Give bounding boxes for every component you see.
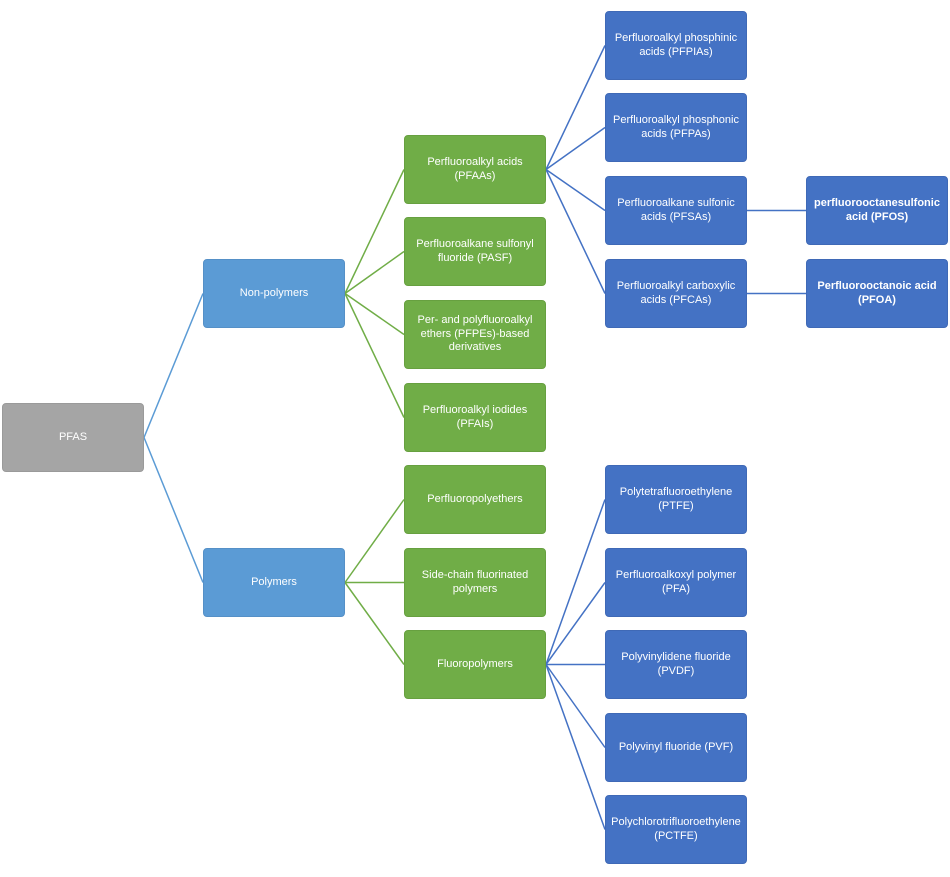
node-polymers: Polymers [203, 548, 345, 617]
node-pfpias: Perfluoroalkyl phosphinic acids (PFPIAs) [605, 11, 747, 80]
connector-fluoropolymers-to-pfa [545, 582, 606, 665]
connector-non-polymers-to-pasf [344, 250, 405, 295]
connector-fluoropolymers-to-pvf [545, 664, 606, 748]
node-label: Perfluoropolyethers [427, 492, 523, 505]
node-label: Fluoropolymers [437, 657, 513, 670]
node-ptfe: Polytetrafluoroethylene (PTFE) [605, 465, 747, 534]
node-fluoropolymers: Fluoropolymers [404, 630, 546, 699]
connector-non-polymers-to-pfaas [344, 169, 405, 294]
node-label: Non-polymers [239, 286, 309, 299]
node-label: Polyvinyl fluoride (PVF) [618, 740, 734, 753]
node-pfpas: Perfluoroalkyl phosphonic acids (PFPAs) [605, 93, 747, 162]
node-label: Polychlorotrifluoroethylene (PCTFE) [611, 816, 741, 842]
connector-fluoropolymers-to-pctfe [545, 664, 606, 830]
connector-pfaas-to-pfcas [545, 169, 606, 294]
node-pctfe: Polychlorotrifluoroethylene (PCTFE) [605, 795, 747, 864]
node-label: Perfluoroalkyl acids (PFAAs) [427, 156, 523, 182]
connector-pfas-to-non-polymers [143, 293, 204, 438]
node-label: perfluorooctanesulfonic acid (PFOS) [814, 197, 940, 223]
node-side-chain-fluorinated-polymers: Side-chain fluorinated polymers [404, 548, 546, 617]
node-label: Polyvinylidene fluoride (PVDF) [621, 651, 731, 677]
connector-pfaas-to-pfsas [545, 168, 606, 212]
node-label: Perfluoroalkyl phosphinic acids (PFPIAs) [614, 32, 738, 58]
node-pfsas: Perfluoroalkane sulfonic acids (PFSAs) [605, 176, 747, 245]
node-label: Perfluoroalkyl iodides (PFAIs) [422, 404, 528, 430]
node-pfas: PFAS [2, 403, 144, 472]
node-label: Perfluoroalkyl carboxylic acids (PFCAs) [616, 280, 736, 306]
connector-pfaas-to-pfpias [545, 45, 606, 170]
connector-pfas-to-polymers [143, 437, 204, 583]
connector-fluoropolymers-to-ptfe [545, 499, 606, 665]
node-pfpes: Per- and polyfluoroalkyl ethers (PFPEs)-… [404, 300, 546, 369]
connector-polymers-to-fluoropolymers [344, 582, 405, 665]
connector-polymers-to-perfluoropolyethers [344, 499, 405, 583]
node-label: Perfluoroalkoxyl polymer (PFA) [615, 569, 737, 595]
node-label: PFAS [58, 430, 88, 443]
node-label: Perfluorooctanoic acid (PFOA) [817, 280, 937, 306]
node-pfais: Perfluoroalkyl iodides (PFAIs) [404, 383, 546, 452]
node-pasf: Perfluoroalkane sulfonyl fluoride (PASF) [404, 217, 546, 286]
node-label: Polytetrafluoroethylene (PTFE) [619, 486, 733, 512]
node-perfluoropolyethers: Perfluoropolyethers [404, 465, 546, 534]
node-pfcas: Perfluoroalkyl carboxylic acids (PFCAs) [605, 259, 747, 328]
node-pfa: Perfluoroalkoxyl polymer (PFA) [605, 548, 747, 617]
node-label: Side-chain fluorinated polymers [421, 569, 529, 595]
node-non-polymers: Non-polymers [203, 259, 345, 328]
connector-non-polymers-to-pfais [344, 293, 405, 418]
node-pfos: perfluorooctanesulfonic acid (PFOS) [806, 176, 948, 245]
connector-non-polymers-to-pfpes [344, 292, 405, 336]
node-label: Per- and polyfluoroalkyl ethers (PFPEs)-… [417, 314, 533, 354]
node-pvf: Polyvinyl fluoride (PVF) [605, 713, 747, 782]
node-pvdf: Polyvinylidene fluoride (PVDF) [605, 630, 747, 699]
node-label: Polymers [251, 575, 297, 588]
node-label: Perfluoroalkane sulfonyl fluoride (PASF) [416, 238, 534, 264]
node-pfoa: Perfluorooctanoic acid (PFOA) [806, 259, 948, 328]
connector-pfaas-to-pfpas [545, 126, 606, 171]
node-label: Perfluoroalkyl phosphonic acids (PFPAs) [613, 114, 739, 140]
node-label: Perfluoroalkane sulfonic acids (PFSAs) [617, 197, 735, 223]
node-pfaas: Perfluoroalkyl acids (PFAAs) [404, 135, 546, 204]
